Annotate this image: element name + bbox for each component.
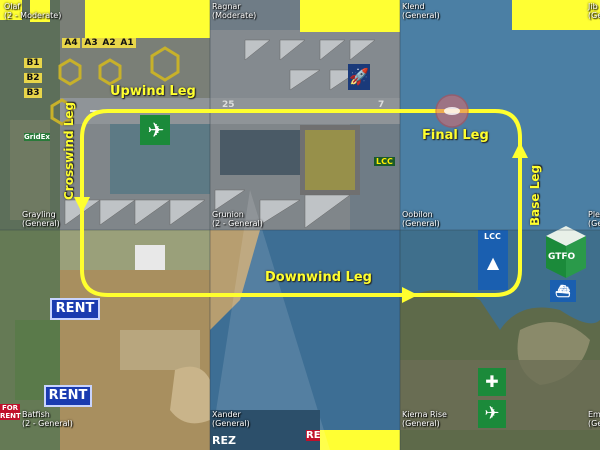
gtfo-label: GTFO <box>548 252 576 262</box>
region-label-em[interactable]: Em(Ge <box>588 410 600 428</box>
region-label-xander[interactable]: Xander(General) <box>212 410 250 428</box>
region-label-grayling[interactable]: Grayling(General) <box>22 210 60 228</box>
region-rating: (General) <box>212 419 250 428</box>
region-rating: (Ge <box>588 419 600 428</box>
parking-spot-b1[interactable]: B1 <box>24 58 42 68</box>
gtfo-cube-icon <box>546 226 586 278</box>
lighthouse-icon[interactable]: ▲ <box>486 253 500 272</box>
region-label-oobilon[interactable]: Oobilon(General) <box>402 210 440 228</box>
region-label-grunion[interactable]: Grunion(2 - General) <box>212 210 263 228</box>
region-name: Ragnar <box>212 2 241 11</box>
parking-spot-a3[interactable]: A3 <box>82 38 100 48</box>
parking-spot-a2[interactable]: A2 <box>100 38 118 48</box>
region-name: Oobilon <box>402 210 433 219</box>
region-label-ple[interactable]: Ple(Ge <box>588 210 600 228</box>
runway-number-west: 25 <box>222 100 235 110</box>
ship-icon[interactable]: ⛴ <box>555 284 571 298</box>
region-rating: (2 - General) <box>212 219 263 228</box>
region-rating: (2 - General) <box>22 419 73 428</box>
runway-number-east: 7 <box>378 100 385 110</box>
final-leg-label: Final Leg <box>422 128 489 143</box>
rez-sign[interactable]: REZ <box>212 434 236 447</box>
helicopter-icon[interactable]: ✚ <box>485 372 499 391</box>
parking-spot-a1[interactable]: A1 <box>118 38 136 48</box>
region-rating: (Ge <box>588 11 600 20</box>
base-leg-label: Base Leg <box>528 164 542 226</box>
region-name: Xander <box>212 410 241 419</box>
region-rating: (General) <box>402 419 440 428</box>
lcc-sign[interactable]: LCC <box>374 157 395 166</box>
region-label-jib[interactable]: Jib(Ge <box>588 2 600 20</box>
region-name: Em <box>588 410 600 419</box>
region-label-olaf[interactable]: Olaf(2 - Moderate) <box>4 2 61 20</box>
region-rating: (General) <box>402 11 440 20</box>
region-rating: (Moderate) <box>212 11 257 20</box>
region-rating: (General) <box>22 219 60 228</box>
airplane-icon[interactable]: ✈ <box>484 403 500 424</box>
region-name: Kierna Rise <box>402 410 447 419</box>
parking-spot-b3[interactable]: B3 <box>24 88 42 98</box>
region-label-klend[interactable]: Klend(General) <box>402 2 440 20</box>
region-label-ragnar[interactable]: Ragnar(Moderate) <box>212 2 256 20</box>
lcc-sign[interactable]: LCC <box>482 232 503 241</box>
upwind-leg-label: Upwind Leg <box>110 84 196 99</box>
region-name: Jib <box>588 2 598 11</box>
rocket-icon[interactable]: 🚀 <box>349 67 369 86</box>
airplane-icon[interactable]: ✈ <box>147 118 165 142</box>
parking-spot-b2[interactable]: B2 <box>24 73 42 83</box>
re-sign[interactable]: RE <box>306 430 321 441</box>
region-name: Ple <box>588 210 600 219</box>
rent-sign[interactable]: RENT <box>44 385 92 407</box>
region-name: Grunion <box>212 210 244 219</box>
region-rating: (General) <box>402 219 440 228</box>
crosswind-leg-label: Crosswind Leg <box>62 101 76 200</box>
parking-spot-a4[interactable]: A4 <box>62 38 80 48</box>
region-name: Olaf <box>4 2 21 11</box>
region-name: Grayling <box>22 210 56 219</box>
grid-sign[interactable]: GridEx <box>24 133 50 141</box>
region-name: Batfish <box>22 410 50 419</box>
region-rating: (2 - Moderate) <box>4 11 62 20</box>
region-name: Klend <box>402 2 425 11</box>
for-rent-sign[interactable]: FOR RENT <box>0 404 21 420</box>
downwind-leg-label: Downwind Leg <box>265 270 372 285</box>
rent-sign[interactable]: RENT <box>50 298 100 320</box>
region-label-batfish[interactable]: Batfish(2 - General) <box>22 410 73 428</box>
region-rating: (Ge <box>588 219 600 228</box>
region-label-kierna-rise[interactable]: Kierna Rise(General) <box>402 410 447 428</box>
